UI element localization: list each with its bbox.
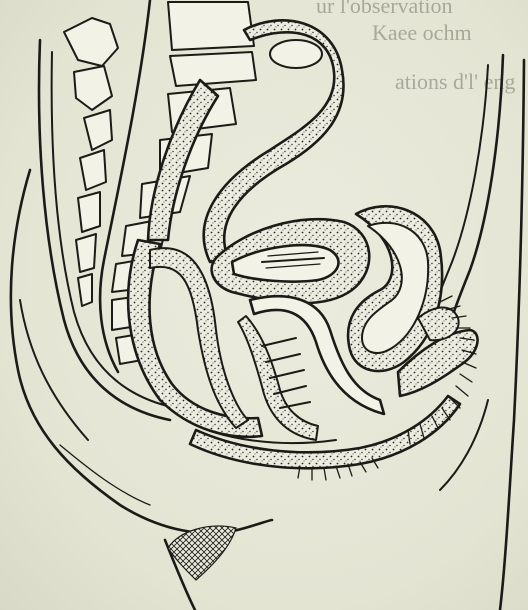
uterus <box>212 219 370 303</box>
